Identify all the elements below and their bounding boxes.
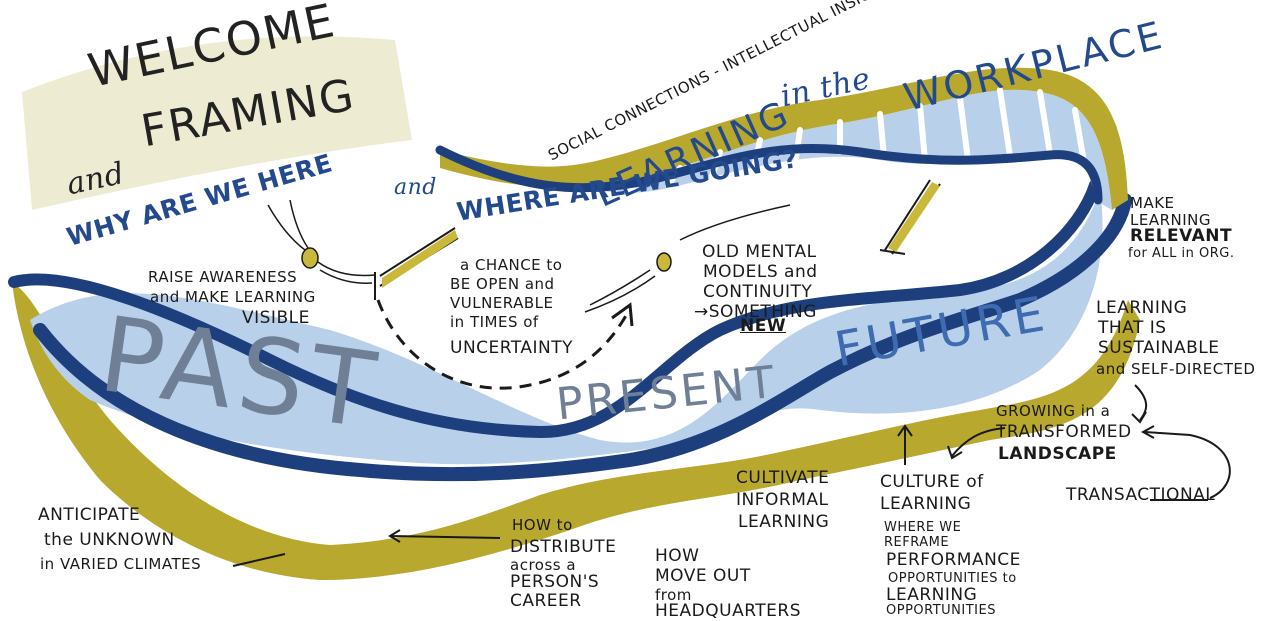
note-line: LEARNING (1130, 211, 1212, 229)
jump-arc (376, 299, 630, 390)
note-line: HOW (655, 546, 700, 566)
note-line: CULTURE of (880, 472, 984, 492)
note-line: across a (510, 556, 577, 574)
note-line: RELEVANT (1130, 226, 1233, 246)
note-line: the UNKNOWN (44, 530, 175, 550)
note-line: LANDSCAPE (998, 444, 1117, 464)
note-line: LEARNING (738, 512, 830, 532)
note-line: and MAKE LEARNING (150, 288, 316, 306)
note-line: a CHANCE to (460, 256, 563, 274)
note-line: NEW (740, 316, 787, 336)
note-line: BE OPEN and (450, 275, 555, 293)
note-line: PERSON'S (510, 572, 600, 592)
note-line: OPPORTUNITIES (886, 603, 996, 618)
ribbon-olive-upper (440, 67, 1128, 210)
note-line: UNCERTAINTY (450, 338, 574, 358)
note-line: VULNERABLE (450, 294, 554, 312)
ribbon-sky-lower (30, 190, 1103, 465)
note-line: HOW to (512, 516, 573, 534)
note-line: MAKE (1130, 194, 1175, 212)
note-line: RAISE AWARENESS (148, 268, 298, 286)
figure-right (656, 252, 672, 272)
note-line: CONTINUITY (703, 282, 813, 302)
note-line: MOVE OUT (655, 566, 751, 586)
ribbon-navy-upper (435, 143, 1103, 205)
note-line: OLD MENTAL (702, 242, 817, 262)
title-block (22, 36, 412, 211)
note-line: THAT IS (1098, 318, 1167, 338)
note-line: OPPORTUNITIES to (888, 571, 1017, 586)
note-line: in VARIED CLIMATES (40, 555, 202, 573)
ribbon-olive-lower (12, 282, 1140, 580)
note-line: DISTRIBUTE (510, 537, 617, 557)
note-line: PERFORMANCE (886, 550, 1021, 570)
note-line: LEARNING (886, 585, 978, 605)
note-line: CAREER (510, 591, 582, 611)
note-line: ANTICIPATE (38, 505, 141, 525)
note-line: from (655, 586, 692, 604)
note-transactional: TRANSACTIONAL (1066, 485, 1216, 505)
note-line: MODELS and (703, 262, 818, 282)
ribbon-navy-bottom (33, 193, 1132, 482)
note-line: WHERE WE (884, 520, 962, 535)
question-connector: and (394, 175, 437, 200)
note-line: VISIBLE (242, 308, 310, 328)
note-line: CULTIVATE (736, 468, 830, 488)
note-line: INFORMAL (736, 490, 829, 510)
note-line: for ALL in ORG. (1128, 246, 1235, 261)
note-line: SUSTAINABLE (1098, 338, 1220, 358)
ribbon-navy-lower (8, 179, 1101, 439)
note-line: LEARNING (1096, 298, 1188, 318)
connector-arrows (232, 384, 1231, 567)
note-line: and SELF-DIRECTED (1096, 360, 1256, 378)
note-line: REFRAME (884, 535, 950, 550)
trapeze-figures (267, 199, 791, 313)
note-line: GROWING in a (996, 402, 1111, 420)
figure-left (301, 247, 319, 269)
note-line: in TIMES of (450, 313, 539, 331)
note-line: HEADQUARTERS (655, 601, 802, 621)
note-line: TRANSFORMED (996, 422, 1132, 442)
jump-arrowhead (611, 302, 634, 327)
note-line: →SOMETHING (694, 302, 817, 322)
note-line: LEARNING (880, 494, 972, 514)
